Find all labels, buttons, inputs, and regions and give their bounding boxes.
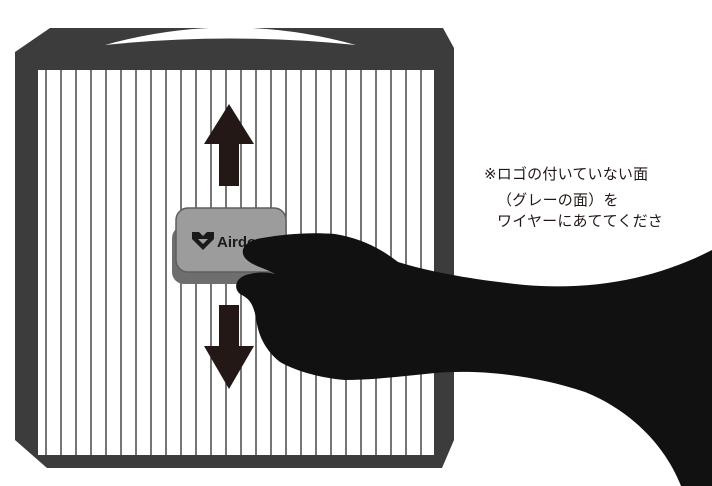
arrow-down-icon	[204, 305, 254, 389]
note-line-1: ※ロゴの付いていない面	[484, 165, 649, 183]
note-line-2: （グレーの面）を	[497, 191, 619, 209]
arrow-up-icon	[204, 104, 254, 186]
note-line-3: ワイヤーにあててくださ	[497, 212, 664, 230]
hand-silhouette	[236, 233, 712, 486]
frame-handle	[105, 27, 356, 45]
airdog-logo-icon	[192, 232, 214, 250]
